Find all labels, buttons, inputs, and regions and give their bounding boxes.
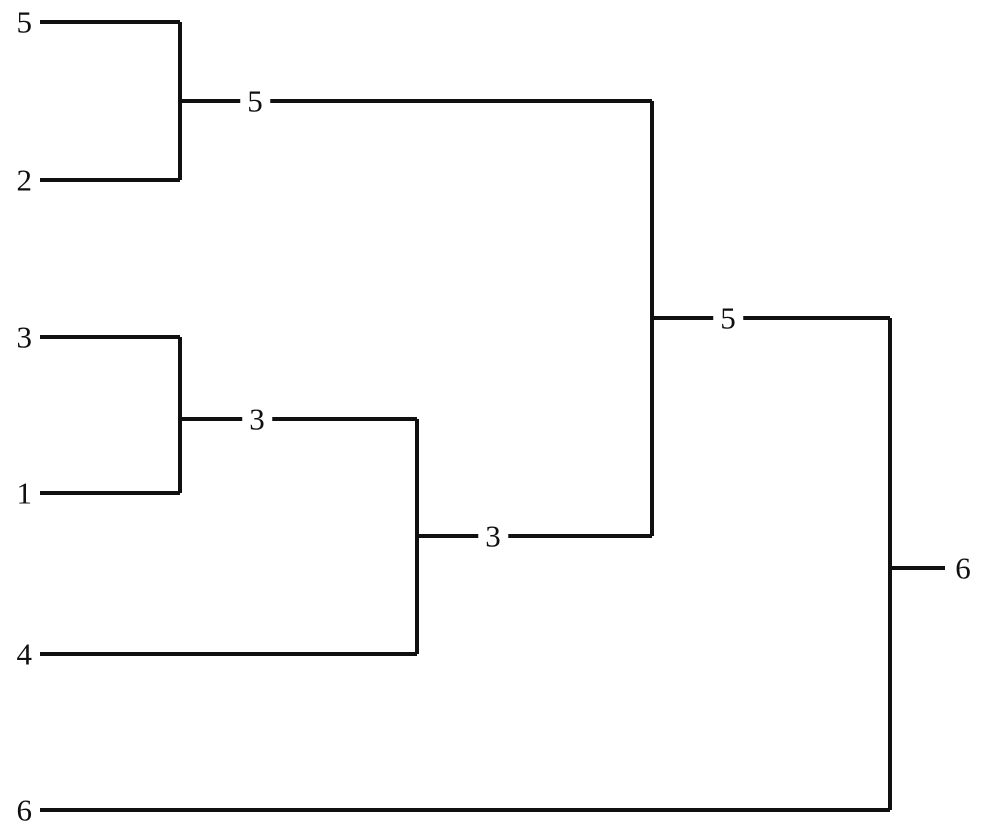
node-label-node-52-314: 5 <box>713 302 743 334</box>
leaf-label-4-4: 4 <box>16 636 33 672</box>
node-label-node-31-4: 3 <box>478 520 508 552</box>
leaf-label-5-0: 5 <box>16 4 33 40</box>
leaf-label-3-2: 3 <box>16 319 33 355</box>
node-label-node-3-1: 3 <box>242 403 272 435</box>
leaf-label-1-3: 1 <box>16 475 33 511</box>
node-label-node-5-2: 5 <box>240 85 270 117</box>
leaf-label-6-5: 6 <box>16 792 33 828</box>
leaf-label-2-1: 2 <box>16 162 33 198</box>
node-label-node-root: 6 <box>948 552 978 584</box>
